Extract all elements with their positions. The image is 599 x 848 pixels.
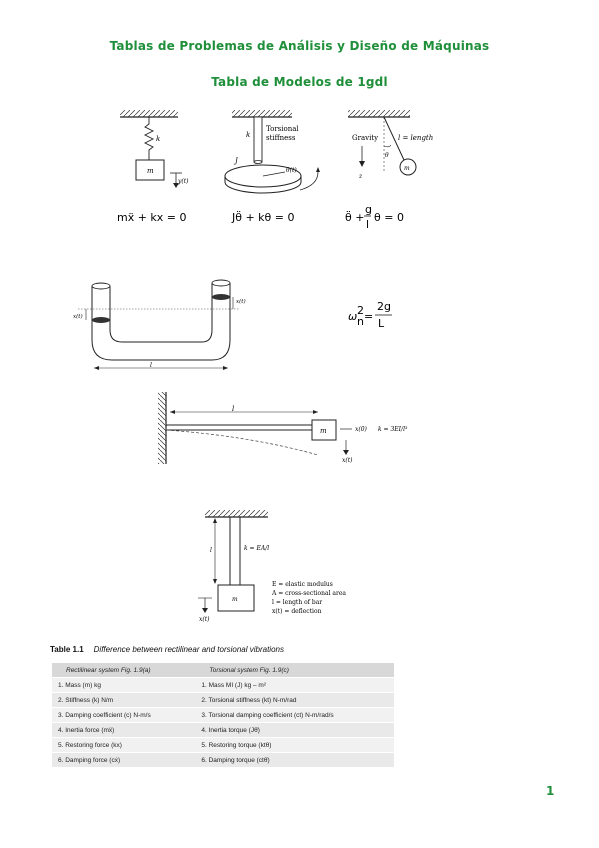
mass-m-label: m xyxy=(147,167,154,175)
cantilever-figure: l m x(0) k = 3EI/l³ x(t) xyxy=(158,392,408,464)
cantilever-xt-label: x(t) xyxy=(342,457,353,464)
torsional-label-line2: stiffness xyxy=(266,134,296,142)
svg-text:θ = 0: θ = 0 xyxy=(374,211,404,224)
page-number: 1 xyxy=(546,784,555,798)
axial-legend-1: E = elastic modulus xyxy=(272,581,333,588)
svg-text:ω: ω xyxy=(348,310,357,323)
z-label: z xyxy=(358,173,363,180)
axial-bar-figure: l k = EA/l m x(t) E = elastic modulus A … xyxy=(198,510,346,623)
vibration-comparison-table: Rectilinear system Fig. 1.9(a) Torsional… xyxy=(52,663,394,767)
torsional-k-label: k xyxy=(246,131,250,139)
pendulum-length-label: l = length xyxy=(398,134,433,142)
equation-utube: ω 2 n = 2g L xyxy=(348,300,392,330)
table-caption-text: Difference between rectilinear and torsi… xyxy=(93,645,284,654)
axial-legend-3: l = length of bar xyxy=(272,599,322,606)
table-cell: 1. Mass (m) kg xyxy=(52,677,196,693)
table-cell: 5. Restoring force (kx) xyxy=(52,737,196,753)
table-cell: 2. Torsional stiffness (kt) N-m/rad xyxy=(195,692,394,708)
document-title: Tablas de Problemas de Análisis y Diseño… xyxy=(109,39,490,53)
table-row: 1. Mass (m) kg 1. Mass MI (J) kg – m² xyxy=(52,677,394,693)
pendulum-m-label: m xyxy=(404,165,410,172)
cantilever-l-label: l xyxy=(232,405,234,413)
table-row: 5. Restoring force (kx) 5. Restoring tor… xyxy=(52,737,394,753)
table-cell: 3. Damping coefficient (c) N-m/s xyxy=(52,707,196,723)
document-subtitle: Tabla de Modelos de 1gdl xyxy=(211,75,388,89)
cantilever-m-label: m xyxy=(320,427,327,435)
svg-text:g: g xyxy=(365,203,372,216)
torsional-J-label: J xyxy=(233,157,239,165)
svg-text:L: L xyxy=(378,317,385,330)
table-cell: 6. Damping force (cẋ) xyxy=(52,752,196,767)
table-cell: 5. Restoring torque (ktθ) xyxy=(195,737,394,753)
cantilever-x0-label: x(0) xyxy=(355,426,368,433)
svg-text:2g: 2g xyxy=(377,300,391,313)
utube-figure: x(t) x(t) l xyxy=(73,279,246,370)
table-cell: 4. Inertia force (mẍ) xyxy=(52,722,196,738)
axial-xt-label: x(t) xyxy=(199,616,210,623)
table-caption: Table 1.1 Difference between rectilinear … xyxy=(50,645,284,654)
pendulum-theta-label: θ xyxy=(385,152,389,159)
spring-k-label: k xyxy=(156,135,160,143)
table-row: 3. Damping coefficient (c) N-m/s 3. Tors… xyxy=(52,707,394,723)
table-cell: 2. Stiffness (k) N/m xyxy=(52,692,196,708)
table-header-row: Rectilinear system Fig. 1.9(a) Torsional… xyxy=(52,663,394,678)
table-row: 4. Inertia force (mẍ) 4. Inertia torque … xyxy=(52,722,394,738)
torsional-figure: k Torsional stiffness J θ(t) xyxy=(224,110,320,194)
svg-text:2: 2 xyxy=(357,304,364,317)
torsional-label-line1: Torsional xyxy=(266,125,299,133)
table-cell: 4. Inertia torque (Jθ̈) xyxy=(195,722,394,738)
table-cell: 1. Mass MI (J) kg – m² xyxy=(195,677,394,693)
figures-canvas: k m y(t) mẍ + kx = 0 k Torsional stiffne… xyxy=(73,110,433,623)
torsional-theta-label: θ(t) xyxy=(286,167,297,174)
table-cell: 3. Torsional damping coefficient (ct) N-… xyxy=(195,707,394,723)
gravity-label: Gravity xyxy=(352,134,378,142)
table-header-rectilinear: Rectilinear system Fig. 1.9(a) xyxy=(52,663,196,678)
table-number: Table 1.1 xyxy=(50,645,84,654)
axial-l-label: l xyxy=(210,547,212,554)
axial-m-label: m xyxy=(232,596,238,603)
pendulum-figure: Gravity z m l = length θ xyxy=(348,110,433,180)
svg-text:l: l xyxy=(366,218,369,231)
utube-x-right-label: x(t) xyxy=(236,298,246,305)
svg-text:n: n xyxy=(357,315,364,328)
axial-k-label: k = EA/l xyxy=(244,545,269,552)
table-row: 6. Damping force (cẋ) 6. Damping torque … xyxy=(52,752,394,767)
cantilever-k-label: k = 3EI/l³ xyxy=(378,426,408,433)
equation-pendulum: θ̈ + g l θ = 0 xyxy=(345,203,404,231)
axial-legend-2: A = cross-sectional area xyxy=(271,590,346,597)
equation-spring-mass: mẍ + kx = 0 xyxy=(117,211,187,224)
displacement-y-label: y(t) xyxy=(177,178,189,185)
utube-x-left-label: x(t) xyxy=(73,313,83,320)
svg-text:=: = xyxy=(364,310,373,323)
table-cell: 6. Damping torque (ctθ̇) xyxy=(195,752,394,767)
svg-text:θ̈ +: θ̈ + xyxy=(345,211,364,224)
spring-mass-figure: k m y(t) xyxy=(120,110,189,188)
axial-legend-4: x(t) = deflection xyxy=(272,608,322,615)
table-row: 2. Stiffness (k) N/m 2. Torsional stiffn… xyxy=(52,692,394,708)
equation-torsional: Jθ̈ + kθ = 0 xyxy=(231,211,295,224)
table-header-torsional: Torsional system Fig. 1.9(c) xyxy=(195,663,394,678)
utube-l-label: l xyxy=(150,362,152,369)
